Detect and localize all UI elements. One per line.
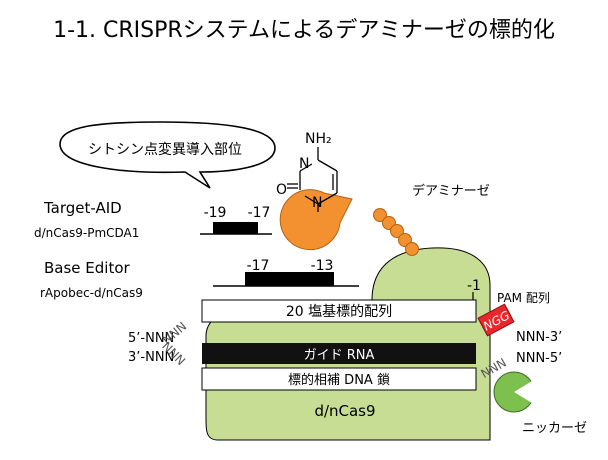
cytosine-o: O — [276, 182, 287, 198]
pam-label: PAM 配列 — [497, 291, 550, 305]
right-bottom-nnn: NNN-5’ — [516, 351, 562, 366]
cytosine-n-top: N — [299, 156, 309, 172]
cytosine-nh2: NH₂ — [305, 131, 332, 147]
slide-title: 1-1. CRISPRシステムによるデアミナーゼの標的化 — [53, 18, 555, 43]
target-seq-label: 20 塩基標的配列 — [286, 303, 392, 320]
target-aid-window-bar — [213, 222, 258, 234]
position-minus-1: -1 — [467, 278, 481, 294]
left-bottom-nnn: 3’-NNN — [128, 350, 174, 365]
linker-bead — [405, 242, 419, 256]
base-editor-window-start: -17 — [247, 258, 270, 274]
base-editor-window-bar — [245, 272, 334, 286]
base-editor-window-end: -13 — [311, 258, 334, 274]
nickase-label: ニッカーゼ — [522, 421, 587, 436]
deaminase-shape — [279, 189, 353, 251]
callout-text: シトシン点変異導入部位 — [88, 141, 242, 158]
base-editor-construct: rApobec-d/nCas9 — [40, 286, 143, 300]
nickase-notch — [514, 378, 537, 406]
guide-rna-bar — [202, 343, 476, 364]
target-aid-window-end: -17 — [248, 205, 271, 221]
target-aid-name: Target-AID — [43, 199, 122, 217]
linker-bead — [373, 208, 387, 222]
target-seq-box — [201, 299, 477, 323]
guide-rna-label: ガイド RNA — [304, 348, 375, 363]
callout-bubble — [59, 121, 276, 189]
right-top-nnn: NNN-3’ — [516, 330, 562, 345]
protein-label: d/nCas9 — [314, 402, 375, 420]
cytosine-n-bottom: N — [312, 195, 322, 211]
target-aid-window-start: -19 — [204, 205, 227, 221]
cytosine-structure — [299, 147, 338, 212]
complement-strand-box — [201, 367, 477, 391]
linker-bead — [390, 224, 404, 238]
deaminase-label: デアミナーゼ — [412, 183, 490, 199]
left-top-nnn: 5’-NNN — [128, 331, 174, 346]
base-editor-name: Base Editor — [44, 259, 131, 277]
target-aid-construct: d/nCas9-PmCDA1 — [34, 226, 139, 240]
complement-strand-label: 標的相補 DNA 鎖 — [288, 372, 390, 388]
